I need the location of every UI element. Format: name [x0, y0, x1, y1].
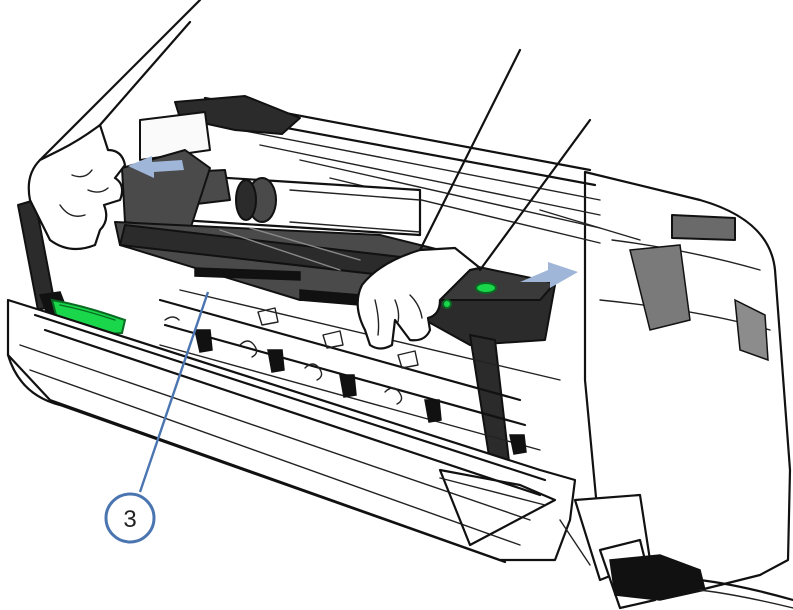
callout-number: 3 — [123, 506, 136, 533]
callout-3: 3 — [104, 291, 210, 544]
arrow-right-indicator — [520, 262, 578, 288]
callout-circle — [104, 492, 156, 544]
left-hand — [27, 0, 202, 251]
ribbon-cartridge — [114, 149, 556, 476]
printer-body — [139, 95, 792, 592]
power-connector — [559, 493, 793, 610]
arrow-left-indicator — [128, 156, 184, 178]
right-hand — [356, 48, 592, 350]
platen-roller — [178, 169, 422, 237]
front-cover — [6, 298, 577, 564]
callout-leader-line — [138, 291, 210, 493]
